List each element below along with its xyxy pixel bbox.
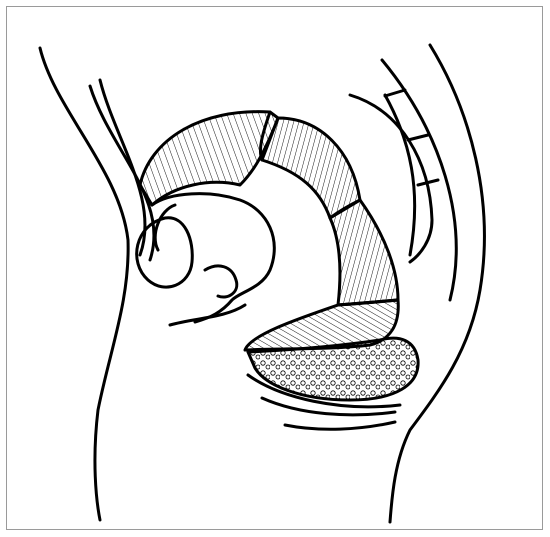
uterus-inner-curve — [205, 266, 237, 297]
vertebra-segment-2 — [408, 135, 428, 140]
vertebra-segment-1 — [385, 90, 405, 96]
colon-segment-lower — [330, 200, 398, 305]
bladder-outline — [137, 218, 193, 287]
uterus-outline — [152, 194, 274, 322]
posterior-body-outline — [390, 45, 484, 522]
colon-segment-mid — [262, 118, 360, 218]
cervix-line — [170, 305, 245, 325]
anterior-skin-line — [100, 80, 145, 255]
bladder-inner-line — [155, 205, 175, 250]
anterior-body-outline — [40, 48, 128, 520]
perineum-line — [285, 422, 395, 429]
colon-segment-upper — [140, 112, 278, 205]
